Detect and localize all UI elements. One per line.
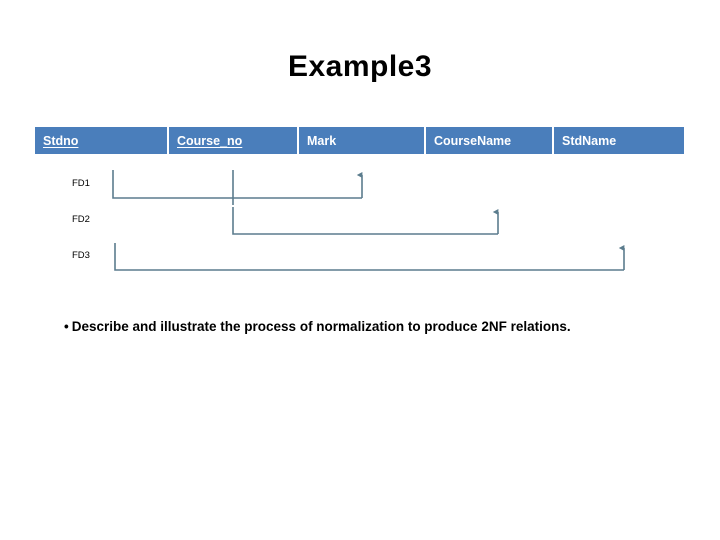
column-header-coursename[interactable]: CourseName <box>424 127 552 154</box>
bullet-marker-icon: • <box>64 319 69 334</box>
body-bullet-text: Describe and illustrate the process of n… <box>71 319 571 334</box>
column-header-stdname-label: StdName <box>562 133 617 148</box>
body-bullet-item: •Describe and illustrate the process of … <box>64 318 684 336</box>
relation-header-row: Stdno Course_no Mark CourseName StdName <box>35 127 684 154</box>
fd-arrow-fd3 <box>114 243 625 271</box>
fd-arrow-fd1 <box>112 170 363 205</box>
fd-arrows-svg <box>112 170 625 271</box>
column-header-mark[interactable]: Mark <box>297 127 424 154</box>
column-header-stdname[interactable]: StdName <box>552 127 684 154</box>
fd-label-fd1: FD1 <box>72 178 90 189</box>
fd-arrow-fd2 <box>232 207 499 235</box>
fd-label-fd2: FD2 <box>72 214 90 225</box>
column-header-stdno-label: Stdno <box>43 133 79 148</box>
column-header-course-no[interactable]: Course_no <box>167 127 297 154</box>
column-header-course-no-label: Course_no <box>177 133 243 148</box>
page-title: Example3 <box>287 50 433 83</box>
fd-label-fd3: FD3 <box>72 250 90 261</box>
column-header-stdno[interactable]: Stdno <box>35 127 167 154</box>
column-header-coursename-label: CourseName <box>434 133 512 148</box>
column-header-mark-label: Mark <box>307 133 337 148</box>
